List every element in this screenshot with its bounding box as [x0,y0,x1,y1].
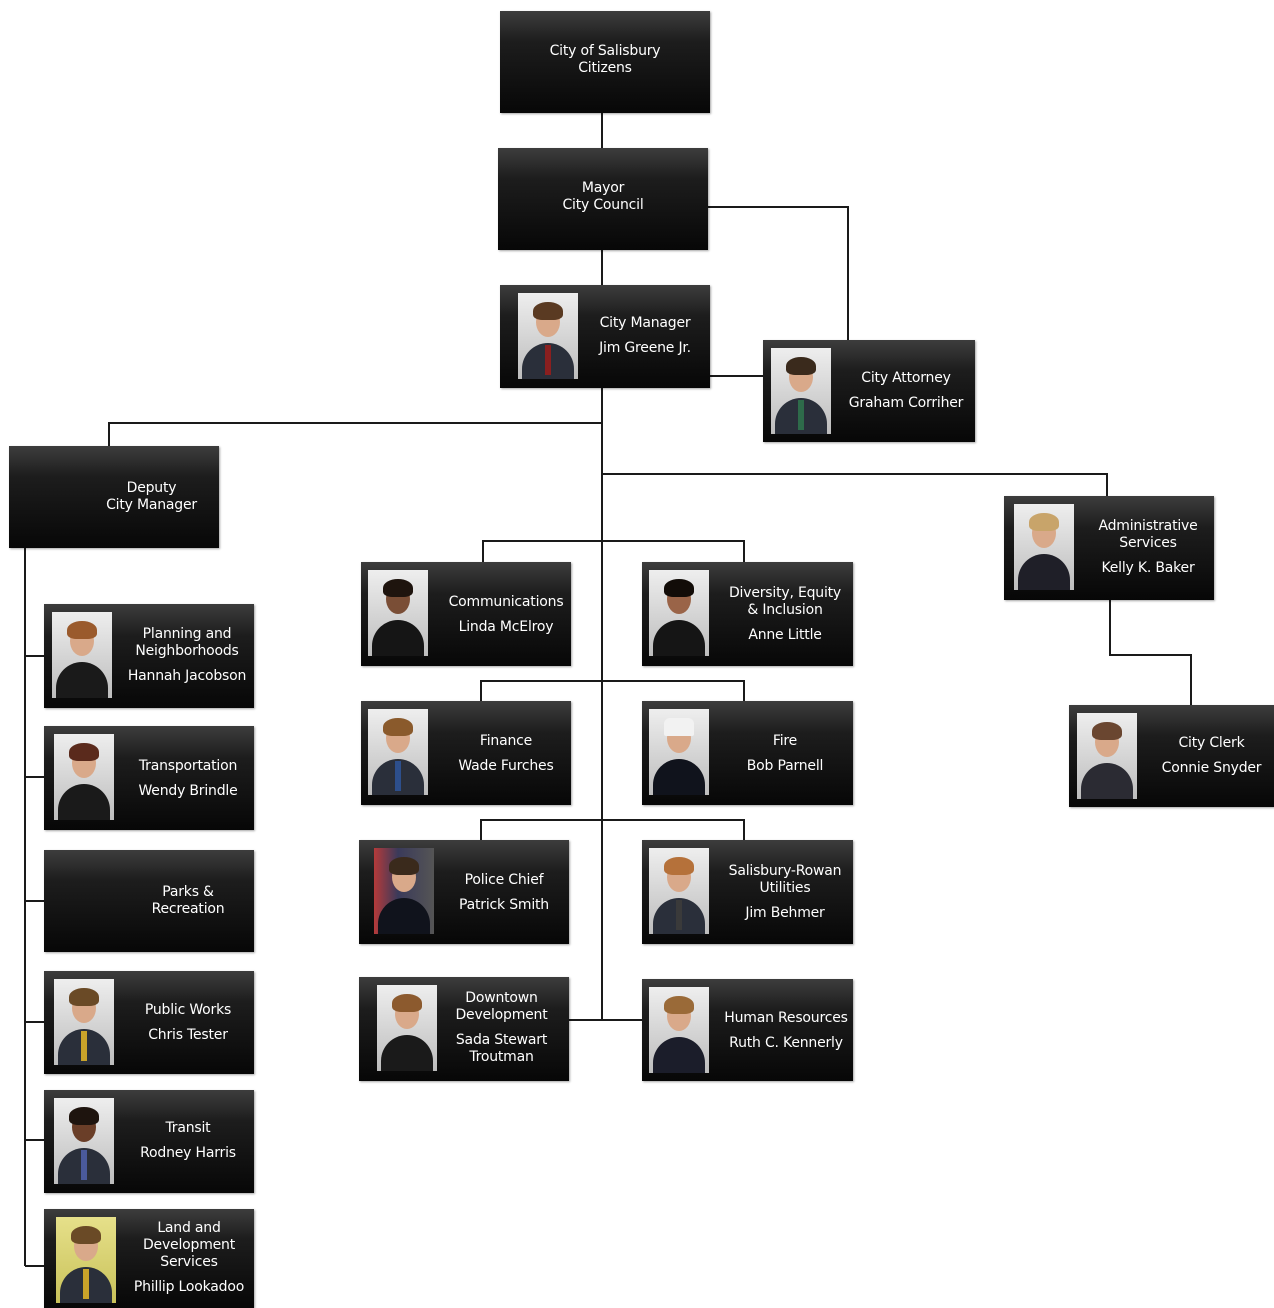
clerk-name: Connie Snyder [1161,760,1262,776]
manager-name: Jim Greene Jr. [599,340,691,356]
land-title2: Development [142,1237,236,1253]
utilities-photo-icon [649,848,709,934]
deputy-line1: Deputy [126,480,177,496]
planning-title1: Planning and [142,626,232,642]
downtown-name2: Troutman [469,1049,534,1065]
hr-name: Ruth C. Kennerly [729,1035,843,1051]
node-citizens: City of Salisbury Citizens [500,11,710,113]
diversity-name: Anne Little [748,627,822,643]
transit-photo-icon [54,1098,114,1184]
finance-photo-icon [368,709,428,795]
node-land-development: Land and Development Services Phillip Lo… [44,1209,254,1308]
hr-photo-icon [649,987,709,1073]
fire-photo-icon [649,709,709,795]
manager-title: City Manager [599,315,691,331]
transit-name: Rodney Harris [140,1145,236,1161]
citizens-line2: Citizens [578,60,632,76]
attorney-photo-icon [771,348,831,434]
node-deputy-city-manager: Deputy City Manager [9,446,219,548]
utilities-title1: Salisbury-Rowan [728,863,842,879]
node-council: Mayor City Council [498,148,708,250]
downtown-name1: Sada Stewart [455,1032,548,1048]
planning-title2: Neighborhoods [135,643,239,659]
parks-line1: Parks & [162,884,214,900]
land-title1: Land and [157,1220,221,1236]
citizens-line1: City of Salisbury [549,43,661,59]
transit-title: Transit [165,1120,211,1136]
diversity-title2: & Inclusion [747,602,823,618]
planning-name: Hannah Jacobson [127,668,247,684]
fire-name: Bob Parnell [746,758,824,774]
manager-photo-icon [518,293,578,379]
line-row3 [480,819,745,840]
transportation-photo-icon [54,734,114,820]
deputy-line2: City Manager [106,497,197,513]
clerk-photo-icon [1077,713,1137,799]
publicworks-name: Chris Tester [148,1027,228,1043]
line-council-attorney [707,206,849,340]
hr-title: Human Resources [724,1010,848,1026]
transportation-title: Transportation [138,758,238,774]
police-name: Patrick Smith [459,897,549,913]
attorney-title: City Attorney [861,370,951,386]
finance-title: Finance [479,733,533,749]
finance-name: Wade Furches [458,758,554,774]
node-parks-recreation: Parks & Recreation [44,850,254,952]
node-transit: Transit Rodney Harris [44,1090,254,1193]
node-human-resources: Human Resources Ruth C. Kennerly [642,979,853,1081]
downtown-title2: Development [455,1007,548,1023]
line-to-deputy [108,422,602,446]
communications-name: Linda McElroy [458,619,554,635]
node-utilities: Salisbury-Rowan Utilities Jim Behmer [642,840,853,944]
utilities-title2: Utilities [759,880,811,896]
diversity-photo-icon [649,570,709,656]
diversity-title1: Diversity, Equity [728,585,842,601]
node-downtown-development: Downtown Development Sada Stewart Troutm… [359,977,569,1081]
attorney-name: Graham Corriher [848,395,964,411]
admin-photo-icon [1014,504,1074,590]
admin-title2: Services [1119,535,1177,551]
land-name: Phillip Lookadoo [133,1279,245,1295]
admin-name: Kelly K. Baker [1101,560,1195,576]
parks-line2: Recreation [151,901,225,917]
node-public-works: Public Works Chris Tester [44,971,254,1074]
downtown-title1: Downtown [465,990,538,1006]
publicworks-title: Public Works [144,1002,232,1018]
node-city-attorney: City Attorney Graham Corriher [763,340,975,442]
node-city-manager: City Manager Jim Greene Jr. [500,285,710,388]
line-row1 [482,540,745,562]
node-finance: Finance Wade Furches [361,701,571,805]
node-planning: Planning and Neighborhoods Hannah Jacobs… [44,604,254,708]
node-diversity: Diversity, Equity & Inclusion Anne Littl… [642,562,853,666]
node-city-clerk: City Clerk Connie Snyder [1069,705,1274,807]
node-communications: Communications Linda McElroy [361,562,571,666]
police-photo-icon [374,848,434,934]
land-photo-icon [56,1217,116,1303]
line-to-admin [602,473,1108,496]
node-administrative-services: Administrative Services Kelly K. Baker [1004,496,1214,600]
line-row2 [480,680,745,701]
fire-title: Fire [772,733,798,749]
admin-title1: Administrative [1098,518,1198,534]
node-fire: Fire Bob Parnell [642,701,853,805]
communications-title: Communications [448,594,564,610]
council-line1: Mayor [581,180,625,196]
downtown-photo-icon [377,985,437,1071]
line-admin-clerk [1109,600,1192,705]
node-police: Police Chief Patrick Smith [359,840,569,944]
utilities-name: Jim Behmer [745,905,825,921]
clerk-title: City Clerk [1178,735,1245,751]
council-line2: City Council [562,197,644,213]
publicworks-photo-icon [54,979,114,1065]
police-title: Police Chief [464,872,544,888]
communications-photo-icon [368,570,428,656]
node-transportation: Transportation Wendy Brindle [44,726,254,830]
land-title3: Services [160,1254,218,1270]
transportation-name: Wendy Brindle [138,783,238,799]
planning-photo-icon [52,612,112,698]
